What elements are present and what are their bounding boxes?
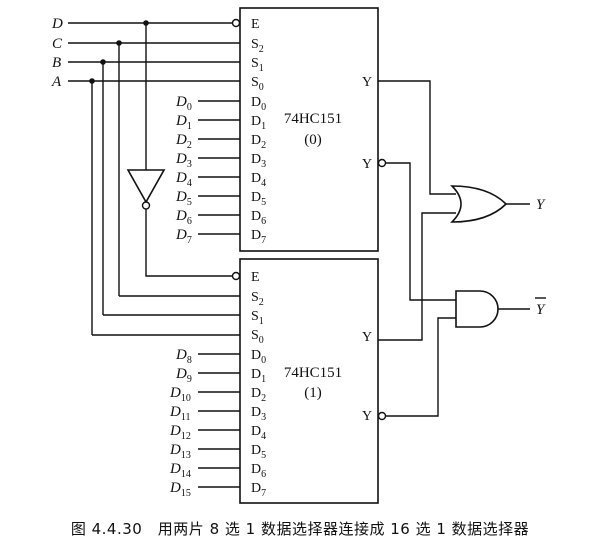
input-label-c: C — [52, 36, 63, 52]
chip-0-index: (0) — [304, 132, 322, 148]
chip-0-ybar-bubble — [377, 158, 387, 168]
or-gate — [450, 185, 508, 223]
chip-0-output-y: Y — [362, 75, 372, 90]
chip-0-pin-e: E — [251, 17, 260, 32]
and-gate — [455, 290, 499, 328]
chip-1-output-ybar: Y — [362, 409, 372, 424]
chip-0-enable-bubble — [231, 18, 241, 28]
final-output-ybar: Y — [536, 302, 546, 318]
inverter-bubble — [141, 201, 151, 210]
data-input-label-d14: D14 — [169, 461, 191, 480]
chip-1-name: 74HC151 — [284, 365, 342, 381]
chip-1-ybar-bubble — [377, 411, 387, 421]
data-input-label-d8: D8 — [175, 347, 192, 366]
data-input-label-d9: D9 — [175, 366, 192, 385]
data-input-label-d15: D15 — [169, 480, 191, 499]
data-input-label-d10: D10 — [169, 385, 191, 404]
data-input-label-d13: D13 — [169, 442, 191, 461]
wire-chip0-ybar-to-and — [386, 162, 456, 301]
data-input-label-d12: D12 — [169, 423, 191, 442]
chip-0-name: 74HC151 — [284, 111, 342, 127]
wire-inverter-to-enable — [145, 209, 232, 277]
chip-1-box — [239, 258, 379, 504]
data-input-label-d1: D1 — [175, 113, 192, 132]
final-output-y: Y — [536, 197, 546, 213]
chip-1-enable-bubble — [231, 271, 241, 281]
data-input-label-d0: D0 — [175, 94, 192, 113]
data-input-label-d11: D11 — [169, 404, 190, 423]
data-input-label-d2: D2 — [175, 132, 192, 151]
input-label-d: D — [51, 16, 63, 32]
data-input-label-d3: D3 — [175, 151, 192, 170]
data-input-label-d4: D4 — [175, 170, 192, 189]
input-label-a: A — [51, 74, 62, 90]
wire-chip1-ybar-to-and — [386, 317, 456, 417]
wire-chip1-y-to-or — [378, 212, 456, 341]
chip-1-output-y: Y — [362, 330, 372, 345]
chip-1-pin-e: E — [251, 270, 260, 285]
chip-0-box — [239, 7, 379, 252]
input-label-b: B — [52, 55, 61, 71]
chip-1-index: (1) — [304, 385, 322, 401]
wire-chip0-y-to-or — [378, 80, 456, 195]
data-input-label-d7: D7 — [175, 227, 192, 246]
chip-0-output-ybar: Y — [362, 157, 372, 172]
inverter-gate — [126, 169, 166, 204]
data-input-label-d6: D6 — [175, 208, 192, 227]
data-input-label-d5: D5 — [175, 189, 192, 208]
figure-caption: 图 4.4.30 用两片 8 选 1 数据选择器连接成 16 选 1 数据选择器 — [70, 520, 530, 538]
